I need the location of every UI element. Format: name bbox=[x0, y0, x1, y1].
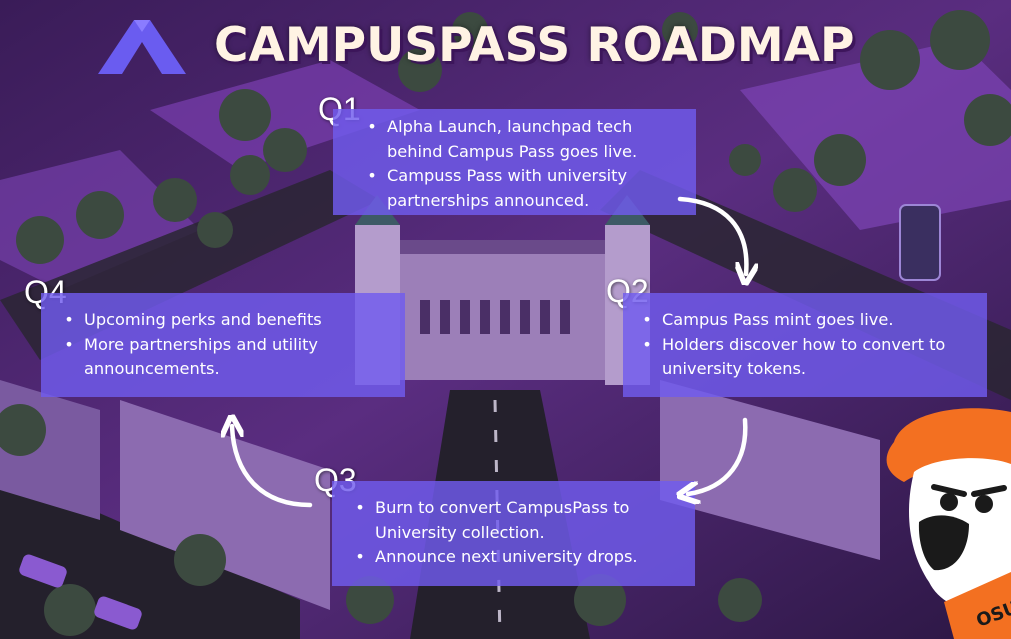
bullet-icon: • bbox=[642, 334, 652, 354]
bullet-icon: • bbox=[367, 166, 377, 185]
list-item: •Holders discover how to convert to univ… bbox=[642, 333, 973, 382]
bullet-icon: • bbox=[64, 310, 74, 329]
list-item: •Alpha Launch, launchpad tech behind Cam… bbox=[367, 115, 682, 164]
bullet-icon: • bbox=[355, 498, 365, 517]
q1-card: •Alpha Launch, launchpad tech behind Cam… bbox=[333, 109, 696, 215]
list-item: •More partnerships and utility announcem… bbox=[64, 333, 391, 382]
list-item: •Campuss Pass with university partnershi… bbox=[367, 164, 682, 213]
list-item: •Announce next university drops. bbox=[355, 545, 681, 570]
bullet-icon: • bbox=[355, 547, 365, 566]
q3-card: • Burn to convert CampusPass to Universi… bbox=[332, 481, 695, 586]
bullet-icon: • bbox=[642, 310, 652, 329]
bullet-icon: • bbox=[64, 334, 74, 354]
q2-card: •Campus Pass mint goes live. •Holders di… bbox=[623, 293, 987, 397]
list-item: • Burn to convert CampusPass to Universi… bbox=[355, 496, 681, 545]
list-item: •Campus Pass mint goes live. bbox=[642, 308, 973, 333]
page-title: CAMPUSPASS ROADMAP bbox=[214, 18, 855, 73]
campuspass-logo-icon bbox=[98, 20, 186, 74]
q4-card: •Upcoming perks and benefits •More partn… bbox=[41, 293, 405, 397]
bullet-icon: • bbox=[367, 117, 377, 136]
list-item: •Upcoming perks and benefits bbox=[64, 308, 391, 333]
pistol-pete-mascot-icon: OSU bbox=[886, 408, 1011, 639]
